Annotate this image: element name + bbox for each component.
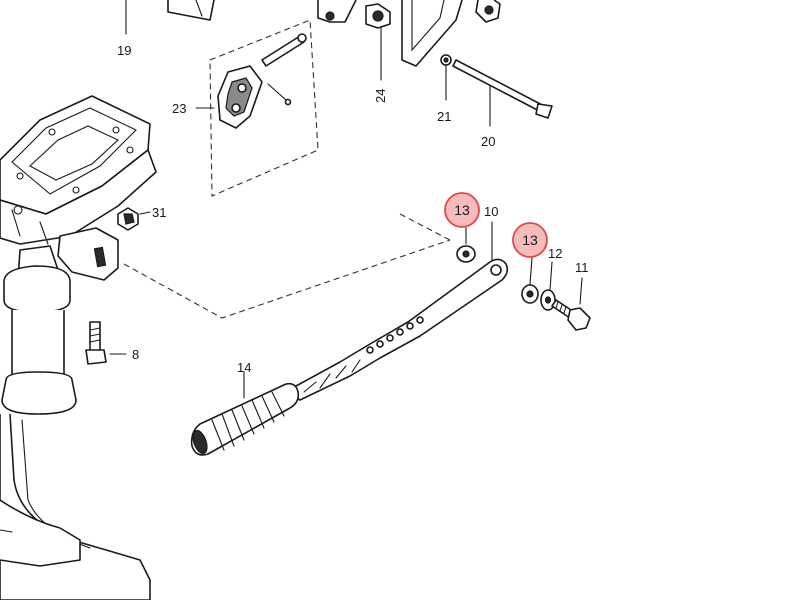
part-8-bolt <box>85 321 127 365</box>
assembly-leader <box>123 239 451 319</box>
part-10-tiller-lever <box>285 221 509 401</box>
callout-21: 21 <box>437 109 451 124</box>
callout-24: 24 <box>373 89 388 103</box>
highlight-label-13-b: 13 <box>522 232 538 248</box>
part-31-bolt <box>117 207 151 231</box>
part-20-rod <box>452 59 553 127</box>
highlight-label-13-a: 13 <box>454 202 470 218</box>
part-24-pivot-bracket <box>317 0 391 81</box>
housing-body <box>0 95 157 600</box>
part-23-cover-assembly <box>195 19 319 197</box>
highlight-marker-13-b: 13 <box>512 222 548 258</box>
part-12-washer <box>540 261 556 311</box>
callout-20: 20 <box>481 134 495 149</box>
callout-31: 31 <box>152 205 166 220</box>
callout-8: 8 <box>132 347 139 362</box>
assembly-leader-2 <box>399 213 451 241</box>
callout-10: 10 <box>484 204 498 219</box>
part-19-bracket <box>125 0 215 35</box>
part-13-washer-b <box>521 257 539 304</box>
highlight-marker-13-a: 13 <box>444 192 480 228</box>
callout-12: 12 <box>548 246 562 261</box>
callout-23: 23 <box>172 101 186 116</box>
part-11-bolt <box>551 277 591 331</box>
part-mount-bracket <box>401 0 501 67</box>
callout-14: 14 <box>237 360 251 375</box>
part-21-nut <box>440 54 452 101</box>
part-14-grip <box>190 371 300 456</box>
callout-19: 19 <box>117 43 131 58</box>
part-13-washer-a <box>456 227 476 263</box>
callout-11: 11 <box>575 260 589 275</box>
